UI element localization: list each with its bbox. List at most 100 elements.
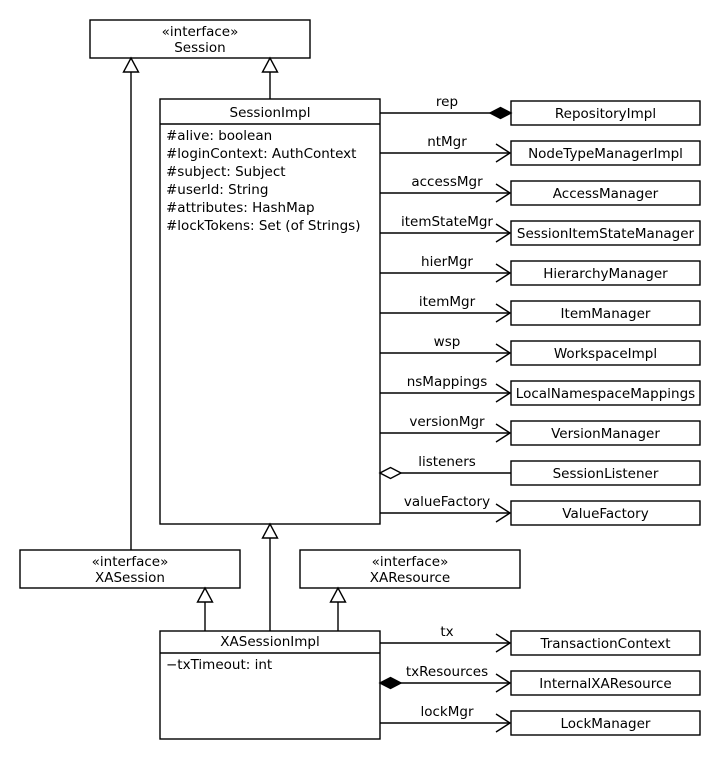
class-stereotype: «interface» [162, 24, 239, 40]
association-arrowhead [495, 263, 512, 283]
target-class-box: AccessManager [510, 180, 701, 206]
association-label: itemStateMgr [401, 214, 493, 230]
class-name: LocalNamespaceMappings [516, 386, 695, 402]
generalization-triangle [261, 56, 279, 73]
association-label: valueFactory [404, 494, 490, 510]
class-box-rect [510, 260, 701, 286]
association-label: wsp [434, 334, 461, 350]
target-class-box: RepositoryImpl [510, 100, 701, 126]
class-name: AccessManager [553, 186, 659, 202]
class-box-rect [510, 140, 701, 166]
target-class-box: LockManager [510, 710, 701, 736]
class-name: XASession [95, 570, 165, 586]
class-box-rect [19, 549, 241, 589]
class-box-session: «interface»Session [89, 19, 311, 59]
class-name: SessionImpl [230, 105, 311, 121]
target-class-box: SessionListener [510, 460, 701, 486]
association-arrowhead [495, 383, 512, 403]
association-label: rep [436, 94, 458, 110]
generalization-triangle [329, 586, 347, 603]
class-name: VersionManager [551, 426, 660, 442]
class-box-xaresource: «interface»XAResource [299, 549, 521, 589]
class-box-rect [510, 300, 701, 326]
class-box-rect [159, 630, 381, 740]
class-box-rect [510, 380, 701, 406]
class-name: ItemManager [561, 306, 651, 322]
association-label: listeners [418, 454, 476, 470]
association-itemStateMgr: itemStateMgr [380, 214, 512, 243]
association-label: txResources [406, 664, 488, 680]
association-label: versionMgr [409, 414, 485, 430]
class-name: TransactionContext [539, 636, 670, 652]
class-name: HierarchyManager [543, 266, 668, 282]
target-class-box: ValueFactory [510, 500, 701, 526]
class-name: XAResource [370, 570, 450, 586]
association-nsMappings: nsMappings [380, 374, 512, 403]
class-box-rect [510, 500, 701, 526]
composition-diamond [488, 106, 513, 120]
class-box-sessionimpl: SessionImpl#alive: boolean#loginContext:… [159, 98, 381, 525]
association-lockMgr: lockMgr [380, 704, 512, 733]
class-box-rect [159, 98, 381, 525]
generalization-sessionimpl-to-session [261, 56, 279, 99]
target-class-box: ItemManager [510, 300, 701, 326]
class-box-rect [299, 549, 521, 589]
association-tx: tx [380, 624, 512, 653]
association-label: hierMgr [421, 254, 473, 270]
class-box-rect [510, 100, 701, 126]
aggregation-diamond [378, 466, 403, 480]
association-arrowhead [495, 633, 512, 653]
association-arrowhead [495, 183, 512, 203]
class-stereotype: «interface» [92, 554, 169, 570]
class-name: SessionListener [553, 466, 659, 482]
association-accessMgr: accessMgr [380, 174, 512, 203]
class-name: RepositoryImpl [555, 106, 656, 122]
generalization-xasessionimpl-to-sessionimpl [261, 522, 279, 631]
class-box-rect [510, 460, 701, 486]
association-arrowhead [495, 343, 512, 363]
target-class-box: LocalNamespaceMappings [510, 380, 701, 406]
association-wsp: wsp [380, 334, 512, 363]
association-arrowhead [495, 503, 512, 523]
class-name: SessionItemStateManager [517, 226, 695, 242]
class-name: NodeTypeManagerImpl [528, 146, 683, 162]
composition-diamond [378, 676, 403, 690]
association-arrowhead [495, 423, 512, 443]
association-versionMgr: versionMgr [380, 414, 512, 443]
association-arrowhead [495, 143, 512, 163]
association-label: lockMgr [420, 704, 473, 720]
class-box-xasession: «interface»XASession [19, 549, 241, 589]
association-valueFactory: valueFactory [380, 494, 512, 523]
target-class-box: HierarchyManager [510, 260, 701, 286]
class-attribute: #lockTokens: Set (of Strings) [166, 218, 360, 234]
association-label: tx [440, 624, 453, 640]
class-attribute: −txTimeout: int [166, 657, 272, 673]
association-label: ntMgr [427, 134, 467, 150]
generalization-triangle [261, 522, 279, 539]
association-hierMgr: hierMgr [380, 254, 512, 283]
association-arrowhead [495, 223, 512, 243]
association-itemMgr: itemMgr [380, 294, 512, 323]
class-name: ValueFactory [562, 506, 648, 522]
class-name: LockManager [561, 716, 651, 732]
association-rep: rep [380, 94, 513, 120]
class-box-rect [510, 420, 701, 446]
association-arrowhead [495, 713, 512, 733]
generalization-triangle [196, 586, 214, 603]
class-attribute: #attributes: HashMap [166, 200, 315, 216]
class-box-rect [510, 710, 701, 736]
class-attribute: #alive: boolean [166, 128, 272, 144]
target-class-box: WorkspaceImpl [510, 340, 701, 366]
association-txResources: txResources [378, 664, 512, 693]
generalization-xasessionimpl-to-xasession [196, 586, 214, 631]
class-box-xasessionimpl: XASessionImpl−txTimeout: int [159, 630, 381, 740]
target-class-box: VersionManager [510, 420, 701, 446]
class-name: InternalXAResource [539, 676, 671, 692]
target-class-box: NodeTypeManagerImpl [510, 140, 701, 166]
association-label: itemMgr [419, 294, 476, 310]
generalization-xasession-to-session [122, 56, 140, 550]
class-name: Session [174, 40, 226, 56]
class-box-rect [510, 180, 701, 206]
